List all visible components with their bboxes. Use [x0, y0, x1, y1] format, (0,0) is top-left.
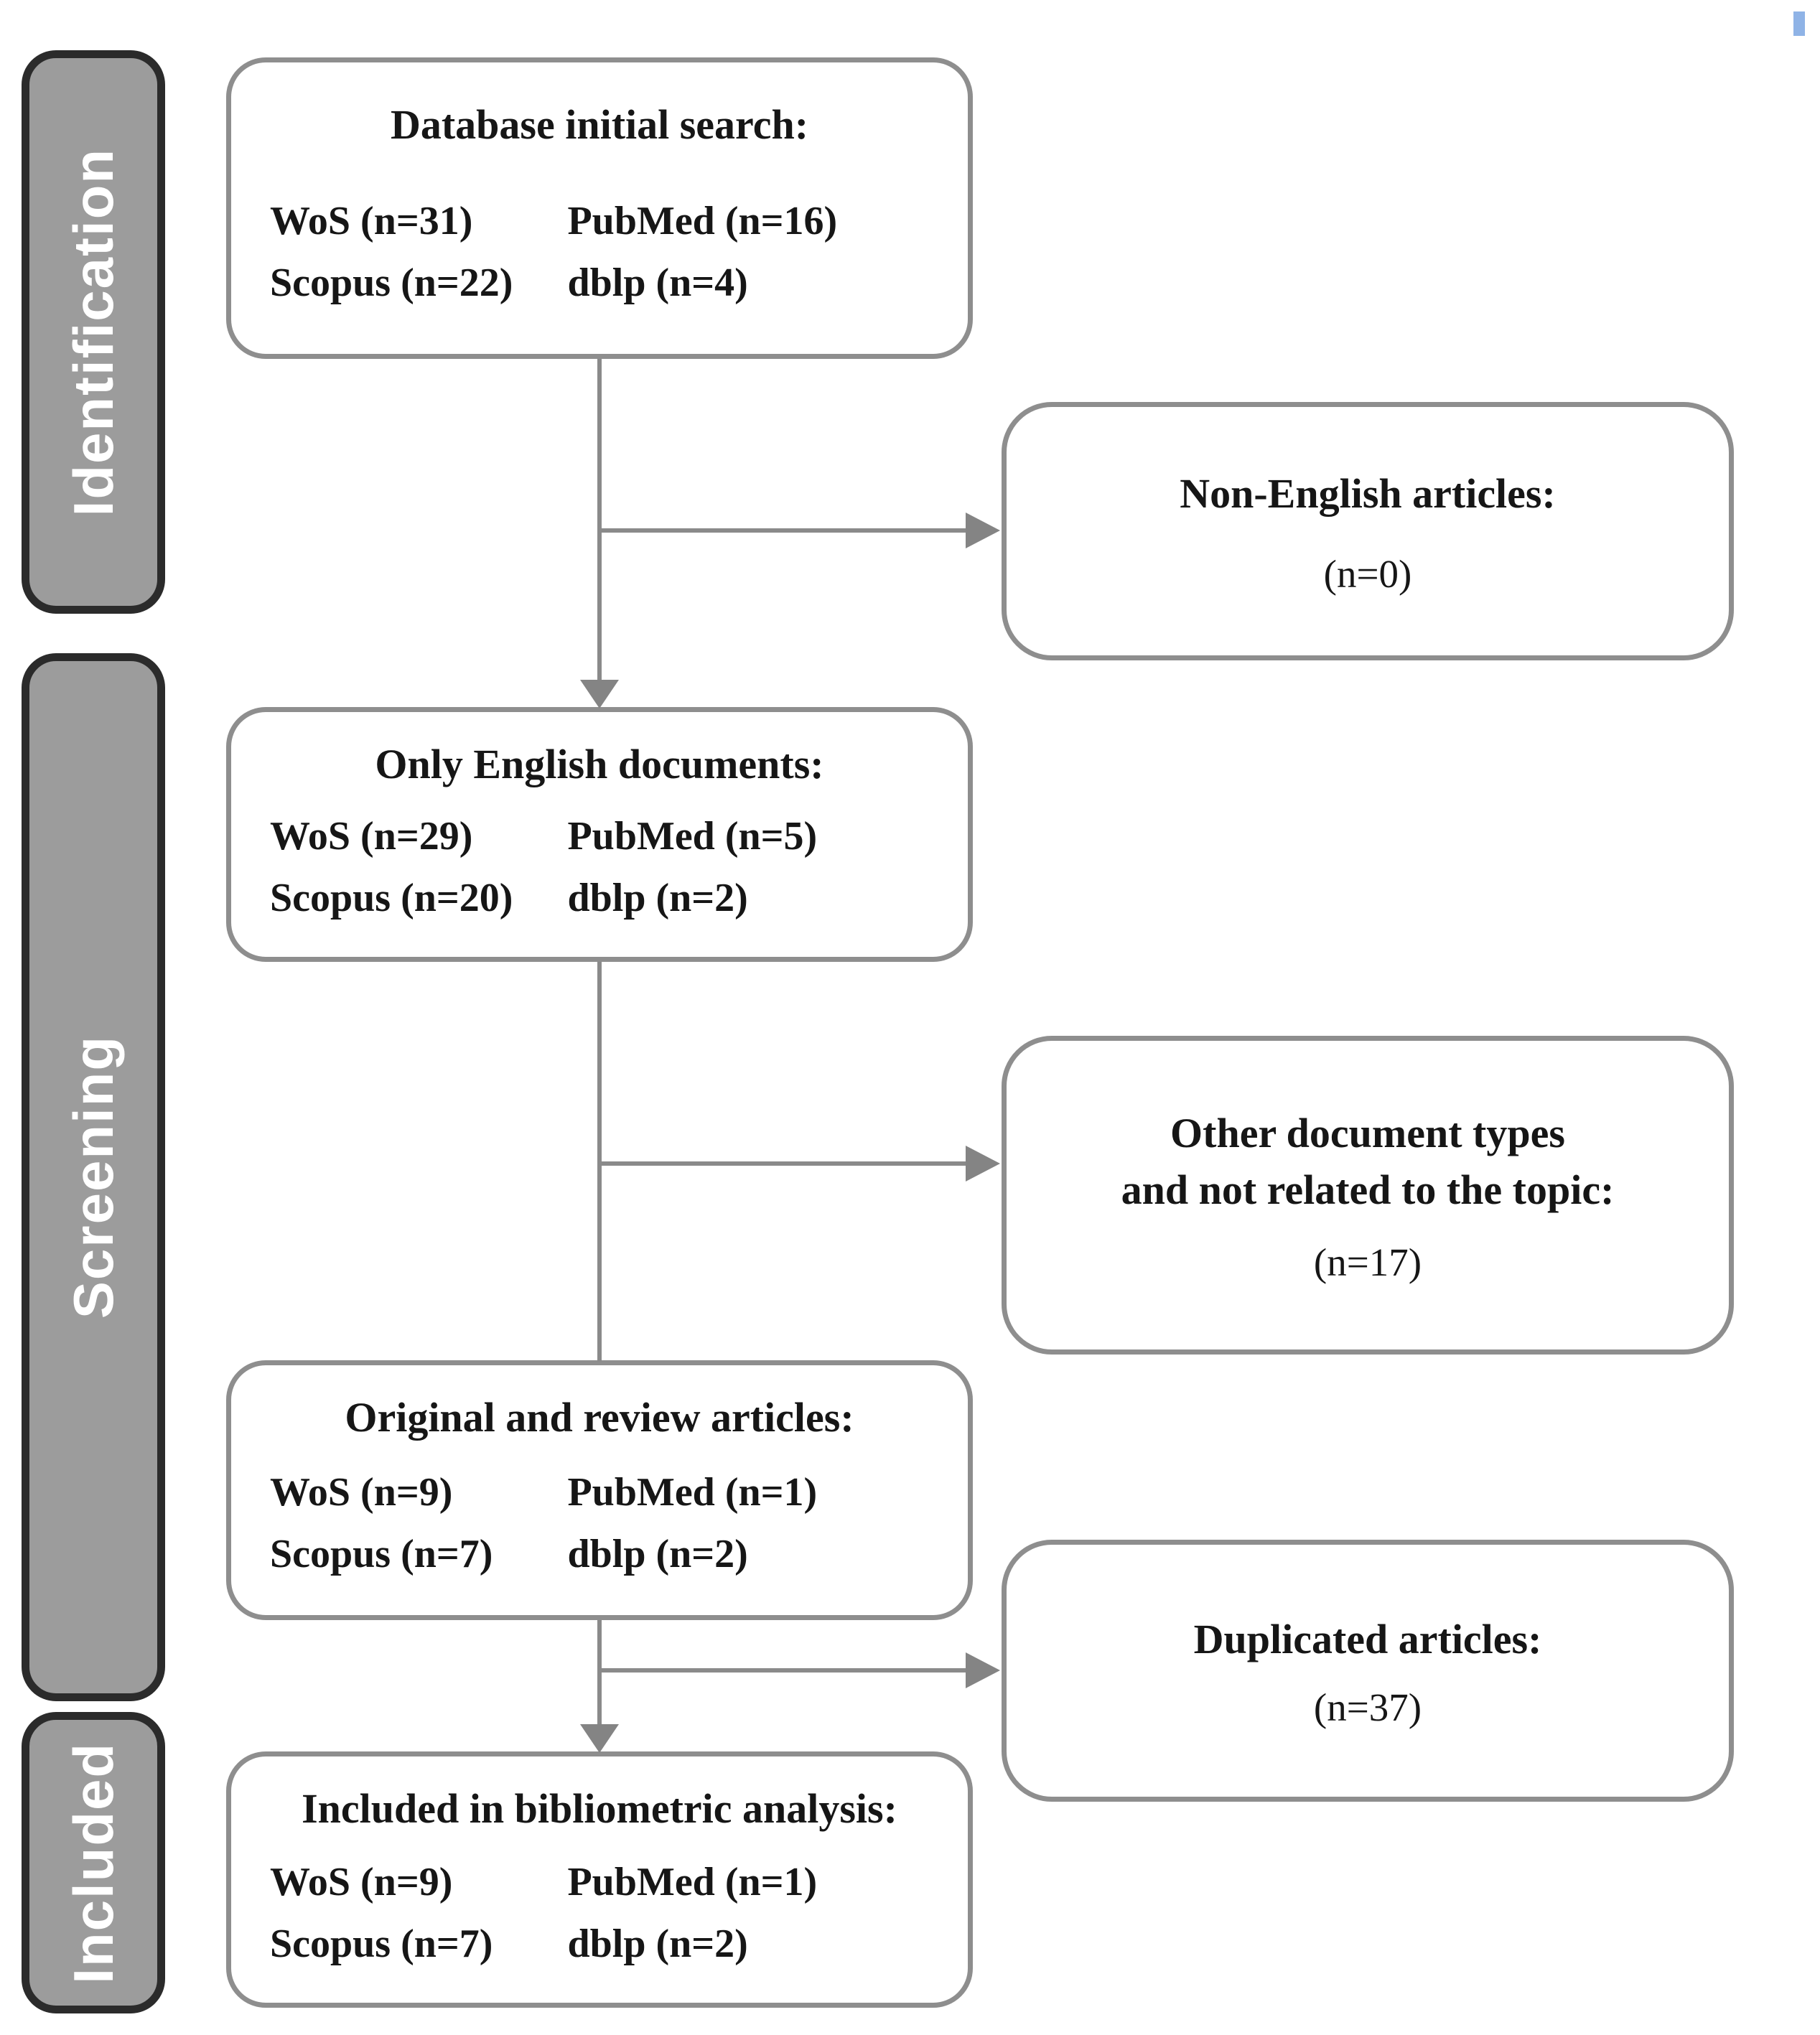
connector-branch-3	[599, 1668, 969, 1673]
db-count-item: Scopus (n=20)	[270, 875, 513, 920]
db-count-item: dblp (n=2)	[567, 1531, 748, 1576]
arrow-right-icon	[966, 513, 1000, 548]
box-title-line-2: and not related to the topic:	[1121, 1166, 1615, 1213]
box-count: (n=0)	[1323, 551, 1412, 596]
db-count-item: WoS (n=31)	[270, 198, 473, 243]
box-title: Database initial search:	[390, 101, 809, 148]
box-database-initial-search: Database initial search: WoS (n=31) PubM…	[226, 57, 973, 359]
db-count-item: PubMed (n=1)	[567, 1859, 818, 1904]
connector-branch-1	[599, 528, 969, 533]
db-count-item: PubMed (n=16)	[567, 198, 838, 243]
stage-screening: Screening	[22, 653, 165, 1701]
database-entries: WoS (n=31) PubMed (n=16) Scopus (n=22) d…	[253, 196, 946, 308]
stage-included: Included	[22, 1712, 165, 2013]
db-count-item: Scopus (n=22)	[270, 260, 513, 305]
box-included-in-bibliometric-analysis: Included in bibliometric analysis: WoS (…	[226, 1751, 973, 2008]
box-only-english-documents: Only English documents: WoS (n=29) PubMe…	[226, 707, 973, 962]
database-entries: WoS (n=9) PubMed (n=1) Scopus (n=7) dblp…	[253, 1467, 946, 1579]
db-count-item: Scopus (n=7)	[270, 1531, 493, 1576]
db-count-item: WoS (n=9)	[270, 1469, 453, 1515]
database-entries: WoS (n=9) PubMed (n=1) Scopus (n=7) dblp…	[253, 1857, 946, 1969]
db-count-item: PubMed (n=5)	[567, 813, 818, 859]
box-duplicated-articles: Duplicated articles: (n=37)	[1002, 1540, 1734, 1802]
stage-label: Identification	[61, 147, 125, 517]
box-title: Duplicated articles:	[1193, 1615, 1542, 1662]
stage-label: Included	[61, 1741, 125, 1984]
blue-artifact	[1793, 11, 1805, 36]
connector-vertical-1	[597, 359, 602, 681]
box-count: (n=17)	[1313, 1240, 1422, 1284]
db-count-item: dblp (n=4)	[567, 260, 748, 305]
arrow-right-icon	[966, 1146, 1000, 1182]
db-count-item: PubMed (n=1)	[567, 1469, 818, 1515]
connector-branch-2	[599, 1161, 969, 1166]
db-count-item: Scopus (n=7)	[270, 1921, 493, 1966]
stage-identification: Identification	[22, 50, 165, 614]
stage-label: Screening	[61, 1035, 125, 1319]
arrow-down-icon	[580, 680, 619, 708]
box-original-and-review-articles: Original and review articles: WoS (n=9) …	[226, 1360, 973, 1620]
arrow-down-icon	[580, 1724, 619, 1753]
box-title: Original and review articles:	[345, 1394, 854, 1441]
box-other-document-types: Other document types and not related to …	[1002, 1036, 1734, 1355]
box-title: Other document types	[1170, 1110, 1565, 1157]
arrow-right-icon	[966, 1652, 1000, 1688]
db-count-item: dblp (n=2)	[567, 1921, 748, 1966]
box-title: Included in bibliometric analysis:	[302, 1785, 897, 1832]
box-title: Non-English articles:	[1180, 470, 1556, 518]
box-title: Only English documents:	[375, 741, 824, 787]
box-non-english-articles: Non-English articles: (n=0)	[1002, 402, 1734, 660]
connector-vertical-3	[597, 1620, 602, 1726]
db-count-item: WoS (n=29)	[270, 813, 473, 859]
db-count-item: dblp (n=2)	[567, 875, 748, 920]
box-count: (n=37)	[1313, 1685, 1422, 1730]
db-count-item: WoS (n=9)	[270, 1859, 453, 1904]
database-entries: WoS (n=29) PubMed (n=5) Scopus (n=20) db…	[253, 811, 946, 923]
